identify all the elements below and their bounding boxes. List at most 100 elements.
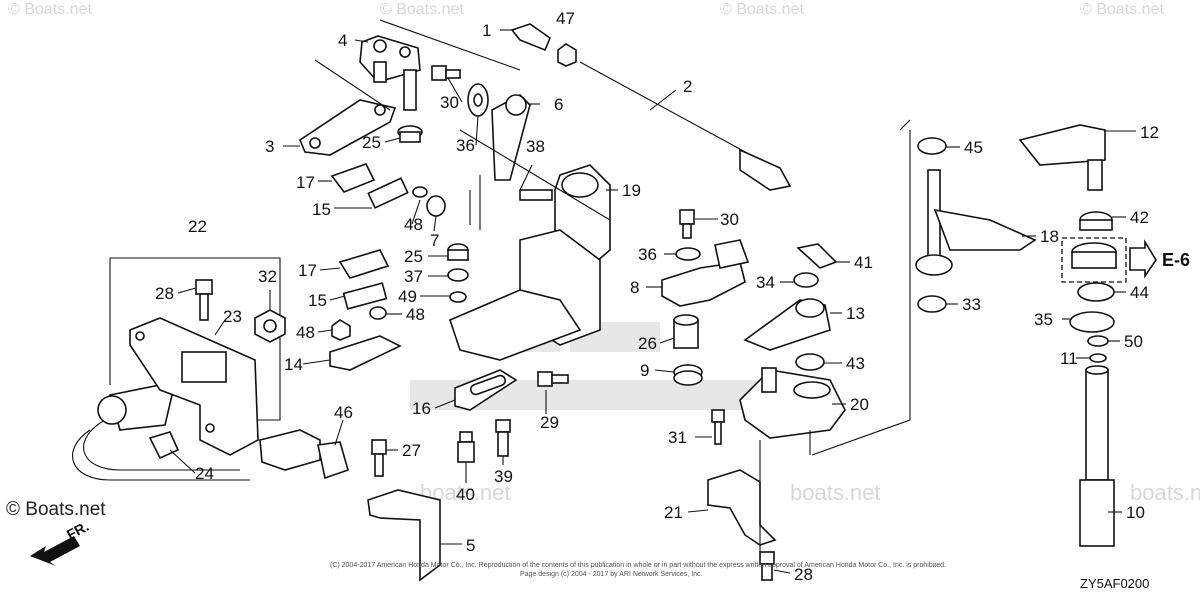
callout-34: 34 bbox=[756, 273, 775, 292]
part-48-nut-lower-a bbox=[331, 319, 351, 341]
callout-7: 7 bbox=[430, 231, 439, 250]
part-39-pin bbox=[495, 419, 511, 457]
section-reference-label: E-6 bbox=[1162, 250, 1190, 270]
watermark-center-right: boats.net bbox=[790, 480, 881, 505]
front-direction-label: FR. bbox=[64, 518, 91, 543]
part-37-washer bbox=[447, 268, 469, 282]
watermark-top-far-right: © Boats.net bbox=[1080, 1, 1164, 18]
callout-36-upper: 36 bbox=[456, 136, 475, 155]
part-38-pin bbox=[519, 189, 553, 201]
copyright-line-1: (C) 2004-2017 American Honda Motor Co., … bbox=[330, 562, 946, 569]
callout-19: 19 bbox=[622, 181, 641, 200]
callout-48-left: 48 bbox=[296, 323, 315, 342]
part-5-bracket bbox=[367, 489, 441, 582]
part-45-washer bbox=[917, 137, 947, 155]
callout-11: 11 bbox=[1060, 349, 1078, 368]
part-10-shaft bbox=[1079, 365, 1115, 547]
callout-31: 31 bbox=[668, 428, 687, 447]
part-21-bracket bbox=[707, 469, 777, 546]
part-27-bolt bbox=[371, 439, 387, 477]
callout-25-upper: 25 bbox=[362, 133, 381, 152]
part-48-nut-upper bbox=[412, 186, 428, 198]
callout-3: 3 bbox=[265, 137, 274, 156]
callout-49: 49 bbox=[398, 287, 417, 306]
callout-40: 40 bbox=[456, 485, 475, 504]
callout-32: 32 bbox=[258, 267, 277, 286]
part-12-gear bbox=[1018, 124, 1106, 191]
part-36-washer bbox=[467, 83, 489, 117]
callout-42: 42 bbox=[1130, 208, 1149, 227]
part-1-cable-end bbox=[510, 23, 551, 52]
callout-23: 23 bbox=[223, 307, 242, 326]
callout-50: 50 bbox=[1124, 332, 1143, 351]
part-49-spring bbox=[449, 291, 467, 303]
part-22-sensor-assembly bbox=[72, 257, 349, 481]
part-17-clip-upper bbox=[330, 163, 376, 193]
watermark-far-right: boats.net bbox=[1130, 480, 1200, 505]
part-48-nut-lower-b bbox=[369, 306, 387, 320]
part-50-ring bbox=[1087, 335, 1109, 347]
part-44-seal bbox=[1077, 282, 1115, 302]
callout-33: 33 bbox=[962, 295, 981, 314]
part-30-bolt-right bbox=[679, 209, 695, 239]
callout-10: 10 bbox=[1126, 503, 1145, 522]
part-15-pin-upper bbox=[367, 177, 409, 209]
callout-25-lower: 25 bbox=[404, 247, 423, 266]
callout-20: 20 bbox=[850, 395, 869, 414]
part-41-clip bbox=[796, 243, 838, 269]
part-25-bushing-lower bbox=[447, 243, 469, 261]
callout-5: 5 bbox=[466, 536, 475, 555]
part-29-bolt bbox=[537, 371, 569, 387]
callout-21: 21 bbox=[664, 503, 683, 522]
callout-4: 4 bbox=[338, 31, 347, 50]
callout-16: 16 bbox=[412, 399, 431, 418]
callout-48-upper: 48 bbox=[404, 215, 423, 234]
part-47-nut bbox=[557, 43, 577, 67]
callout-37: 37 bbox=[404, 267, 423, 286]
part-13-arm bbox=[743, 298, 831, 351]
part-15-pin-lower bbox=[342, 282, 388, 310]
callout-15-lower: 15 bbox=[308, 291, 327, 310]
callout-39: 39 bbox=[494, 467, 513, 486]
part-9-spring bbox=[673, 364, 703, 386]
callout-17-lower: 17 bbox=[298, 261, 317, 280]
callout-13: 13 bbox=[846, 304, 865, 323]
part-17-clip-lower bbox=[338, 249, 390, 279]
copyright-line-2: Page design (c) 2004 - 2017 by ARI Netwo… bbox=[520, 571, 703, 578]
watermark-left: © Boats.net bbox=[6, 499, 106, 520]
callout-29: 29 bbox=[540, 413, 559, 432]
callout-30-right: 30 bbox=[720, 210, 739, 229]
callout-44: 44 bbox=[1130, 283, 1149, 302]
diagram-code: ZY5AF0200 bbox=[1080, 576, 1149, 591]
e6-reference-box bbox=[1061, 237, 1157, 283]
callout-22: 22 bbox=[188, 217, 207, 236]
part-3-control-link bbox=[299, 99, 397, 156]
callout-38: 38 bbox=[526, 137, 545, 156]
part-16-link bbox=[454, 369, 518, 411]
callout-2: 2 bbox=[683, 77, 692, 96]
callout-17-upper: 17 bbox=[296, 173, 315, 192]
part-6-arm bbox=[491, 94, 531, 181]
callout-27: 27 bbox=[402, 441, 421, 460]
part-14-plate bbox=[329, 335, 402, 371]
callout-8: 8 bbox=[630, 278, 639, 297]
callout-47: 47 bbox=[556, 9, 575, 28]
callout-6: 6 bbox=[554, 95, 563, 114]
part-19-bracket bbox=[449, 164, 611, 361]
part-36-washer-right bbox=[675, 247, 701, 261]
part-4-link-plate bbox=[359, 35, 421, 111]
watermark-top-left: © Boats.net bbox=[8, 1, 92, 18]
callout-46: 46 bbox=[334, 403, 353, 422]
part-2-cable bbox=[579, 61, 792, 191]
callout-28-left: 28 bbox=[155, 284, 174, 303]
part-25-bushing bbox=[397, 125, 423, 143]
callout-18: 18 bbox=[1040, 227, 1059, 246]
part-30-bolt bbox=[431, 65, 461, 81]
callout-41: 41 bbox=[854, 253, 873, 272]
callout-15-upper: 15 bbox=[312, 200, 331, 219]
watermark-top-right: © Boats.net bbox=[720, 1, 804, 18]
callout-24: 24 bbox=[195, 464, 214, 483]
part-8-lever bbox=[661, 239, 750, 307]
part-11-circlip bbox=[1089, 353, 1107, 363]
